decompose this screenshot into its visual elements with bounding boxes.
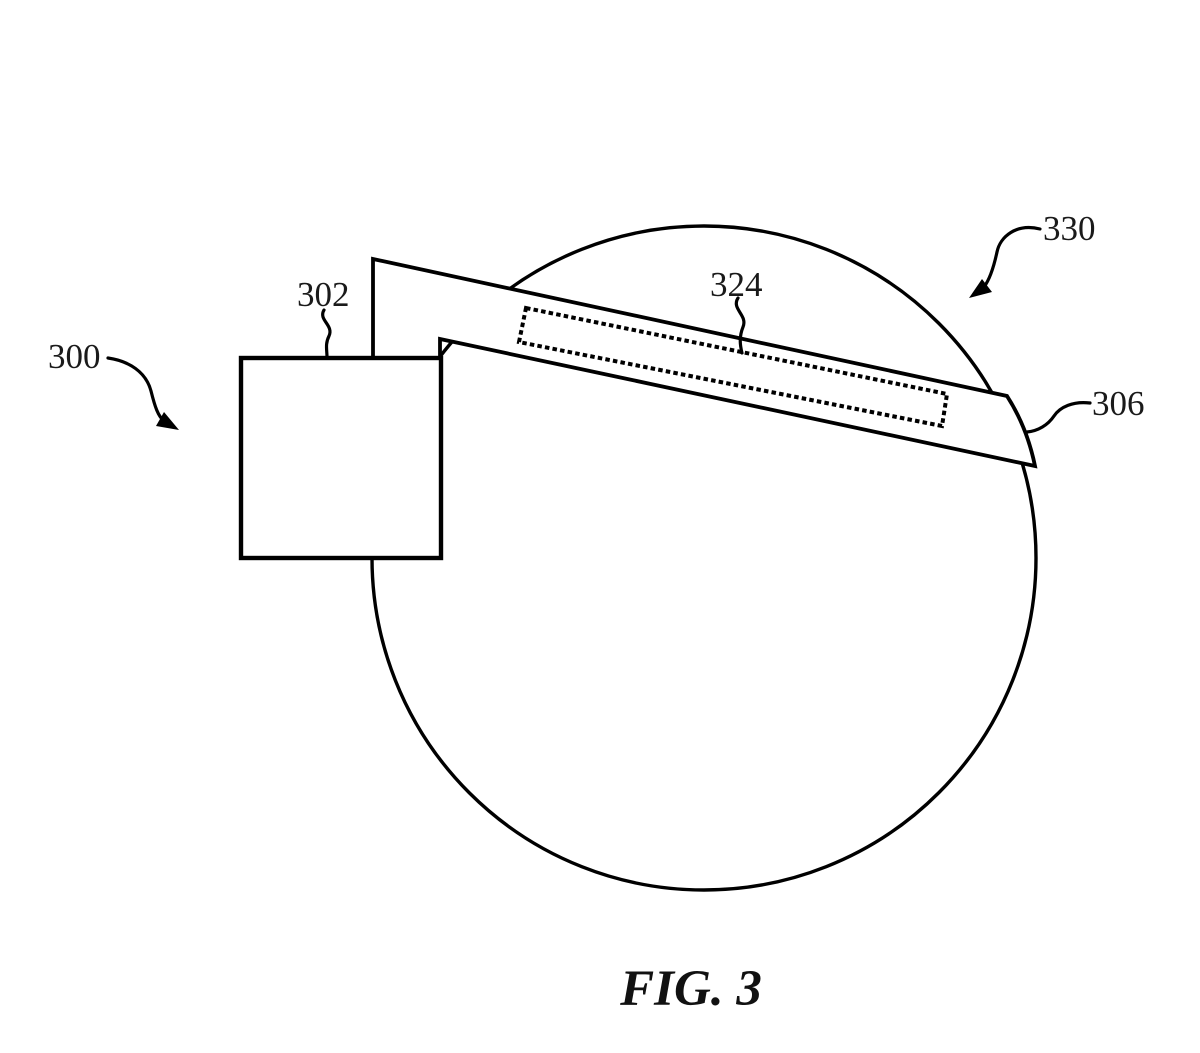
ref-label-306: 306 (1092, 384, 1145, 423)
leader-line-324 (734, 296, 746, 355)
arrowhead-icon-300 (156, 412, 179, 430)
ref-label-300: 300 (48, 337, 101, 376)
device-housing-square (238, 355, 444, 561)
leader-line-300 (106, 356, 166, 423)
band-strap-outline (371, 256, 1038, 469)
ref-label-302: 302 (297, 275, 350, 314)
leader-line-306 (1025, 401, 1092, 434)
figure-caption: FIG. 3 (619, 961, 762, 1017)
ref-label-330: 330 (1043, 209, 1096, 248)
arrowhead-icon-330 (969, 279, 992, 298)
leader-line-302 (321, 308, 332, 359)
leader-line-330 (982, 226, 1042, 289)
ref-label-324: 324 (710, 265, 763, 304)
sensor-dashed-outline (516, 305, 950, 429)
